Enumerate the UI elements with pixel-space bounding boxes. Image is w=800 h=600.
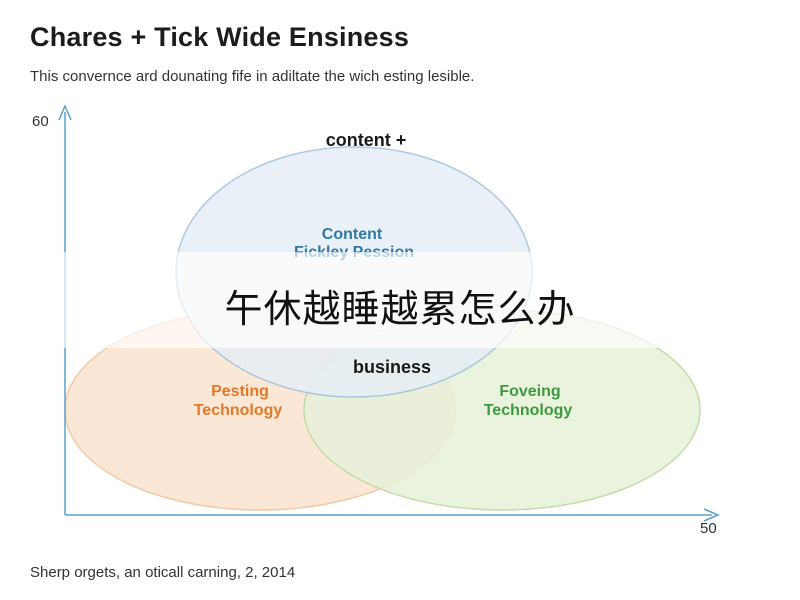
x-axis-arrow	[703, 508, 720, 522]
page-subtitle: This convernce ard dounating fife in adi…	[30, 68, 475, 85]
overlay-banner	[0, 252, 800, 348]
x-axis-max-label: 50	[700, 520, 717, 537]
circle-pesting-label-1: Pesting	[211, 383, 269, 400]
circle-content-label-1: Content	[322, 226, 383, 243]
circle-pesting-label-2: Technology	[194, 402, 283, 419]
top-heading: content +	[326, 130, 407, 150]
page-title: Chares + Tick Wide Ensiness	[30, 22, 410, 52]
circle-foveing-label-2: Technology	[484, 402, 573, 419]
footer-caption: Sherp orgets, an oticall carning, 2, 201…	[30, 564, 296, 581]
center-heading: business	[353, 357, 431, 377]
overlay-text: 午休越睡越累怎么办	[224, 287, 576, 331]
y-axis-arrow	[58, 104, 72, 121]
circle-foveing-label-1: Foveing	[499, 383, 560, 400]
y-axis-max-label: 60	[32, 113, 49, 130]
